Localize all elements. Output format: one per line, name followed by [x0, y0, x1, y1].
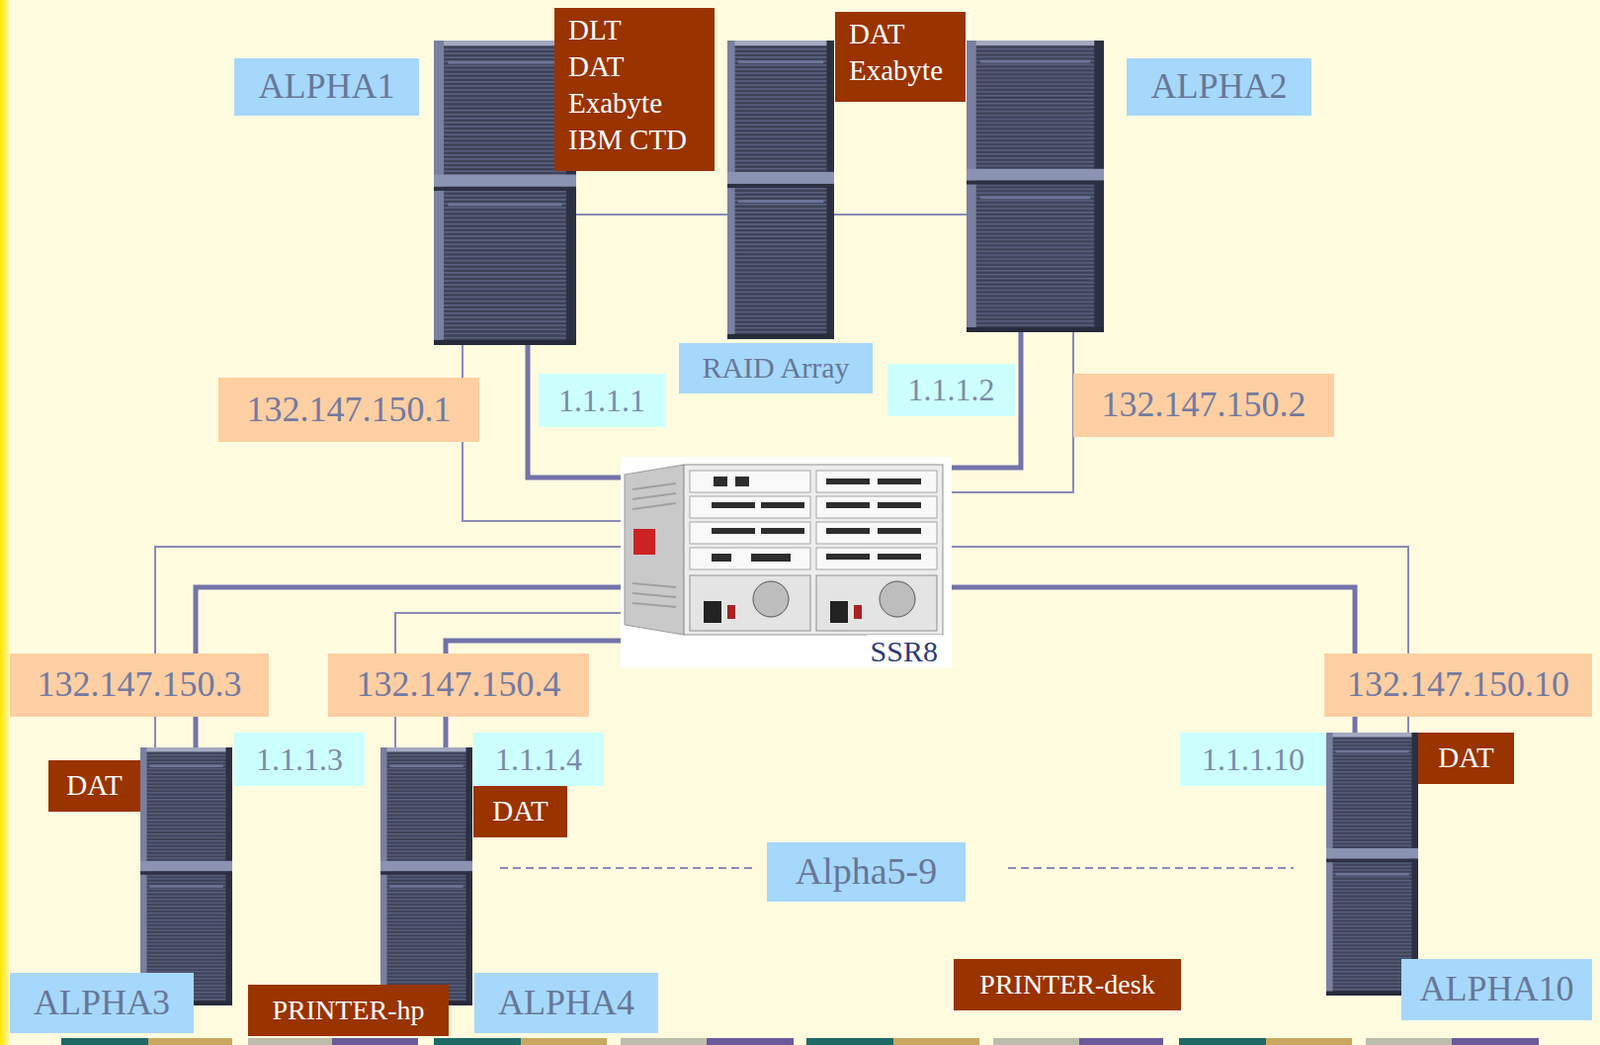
name-label: RAID Array	[678, 342, 873, 394]
ip-address: 1.1.1.10	[1179, 732, 1327, 786]
label-text: ALPHA3	[33, 982, 170, 1023]
label-text: 1.1.1.3	[255, 741, 343, 778]
name-label: ALPHA10	[1401, 958, 1593, 1020]
label-text: RAID Array	[701, 350, 849, 386]
ip-address: 1.1.1.3	[234, 732, 365, 786]
ip-address: 1.1.1.2	[887, 363, 1015, 417]
printer-box: PRINTER-hp	[248, 984, 449, 1036]
label-text: DLT	[568, 11, 622, 49]
label-text: DAT	[1437, 741, 1494, 774]
network-cable	[576, 213, 728, 216]
label-text: DAT	[66, 768, 122, 802]
label-text: ALPHA4	[498, 982, 635, 1023]
switch-label: SSR8	[866, 634, 942, 670]
label-text: 1.1.1.1	[558, 382, 646, 420]
label-text: DAT	[492, 794, 548, 828]
label-text: ALPHA10	[1419, 968, 1574, 1010]
ip-address: 132.147.150.3	[9, 653, 269, 717]
device-list: DATExabyte	[835, 11, 966, 102]
ip-address: 132.147.150.4	[328, 653, 590, 717]
network-cable	[951, 587, 1355, 733]
label-text: PRINTER-desk	[979, 968, 1155, 1001]
server-tower: ALPHA4	[380, 747, 473, 1006]
label-text: 132.147.150.3	[37, 664, 243, 705]
device-box: DAT	[1418, 732, 1515, 784]
label-text: SSR8	[870, 634, 938, 670]
ip-address: 1.1.1.1	[538, 373, 666, 427]
server-tower: ALPHA3	[140, 747, 233, 1006]
name-label: ALPHA2	[1126, 58, 1312, 116]
label-text: 132.147.150.1	[247, 389, 452, 430]
label-text: 132.147.150.2	[1101, 384, 1307, 425]
ip-address: 132.147.150.2	[1073, 373, 1335, 437]
server-tower: ALPHA2	[966, 40, 1104, 333]
group-label: Alpha5-9	[766, 842, 966, 902]
label-text: ALPHA2	[1150, 66, 1287, 107]
label-text: 132.147.150.10	[1347, 664, 1570, 705]
network-switch: SSR8	[620, 456, 952, 669]
device-box: DAT	[473, 785, 568, 838]
ip-address: 1.1.1.4	[473, 732, 604, 786]
label-text: 1.1.1.4	[495, 741, 583, 778]
label-text: Exabyte	[848, 52, 943, 89]
label-text: Alpha5-9	[795, 849, 938, 894]
network-cable	[462, 344, 621, 521]
label-text: 1.1.1.10	[1201, 741, 1305, 778]
ip-address: 132.147.150.10	[1324, 653, 1593, 717]
ip-address: 132.147.150.1	[218, 377, 480, 442]
label-text: DAT	[848, 15, 905, 53]
device-box: DAT	[48, 759, 141, 812]
printer-box: PRINTER-desk	[953, 958, 1181, 1011]
label-text: 132.147.150.4	[356, 664, 562, 705]
label-text: PRINTER-hp	[272, 994, 425, 1026]
label-text: Exabyte	[568, 84, 663, 122]
label-text: ALPHA1	[257, 66, 395, 107]
name-label: ALPHA4	[474, 972, 659, 1033]
label-text: 1.1.1.2	[908, 371, 996, 409]
raid-array: RAID Array	[727, 40, 835, 339]
label-text: DAT	[568, 48, 624, 85]
server-tower: ALPHA10	[1326, 732, 1419, 996]
network-cable	[834, 213, 967, 216]
device-list: DLTDATExabyteIBM CTD	[554, 7, 715, 171]
label-text: IBM CTD	[568, 121, 687, 159]
name-label: ALPHA3	[9, 972, 194, 1033]
name-label: ALPHA1	[234, 58, 420, 116]
network-cable	[155, 546, 621, 748]
